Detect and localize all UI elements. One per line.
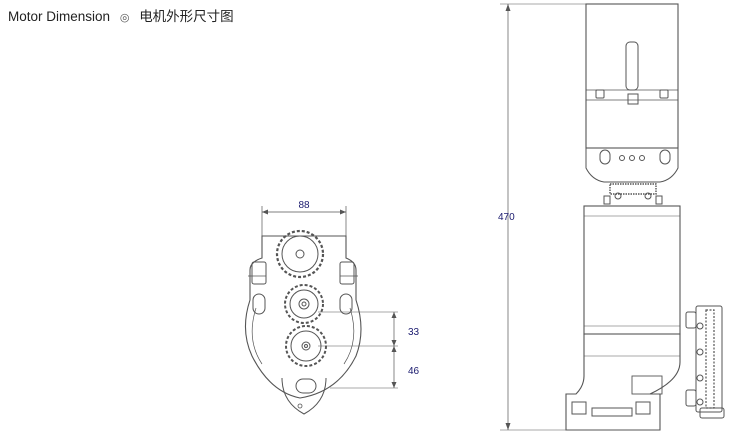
separator-icon: ◎ — [119, 12, 130, 24]
dimension-lower-offset: 46 — [408, 366, 420, 377]
gear-large-top — [275, 229, 325, 279]
motor-body — [583, 205, 681, 335]
dimension-total-height: 470 — [498, 212, 515, 223]
side-view — [500, 3, 725, 431]
lower-housing — [565, 333, 681, 431]
dimension-upper-offset: 33 — [408, 327, 420, 338]
front-view — [244, 206, 398, 415]
gear-middle — [284, 284, 324, 324]
housing-outline — [244, 235, 362, 399]
title-chinese: 电机外形尺寸图 — [139, 9, 234, 24]
page-title: Motor Dimension ◎ 电机外形尺寸图 — [8, 5, 234, 25]
mounting-ear — [281, 377, 327, 415]
top-cap — [585, 3, 679, 149]
title-english: Motor Dimension — [8, 9, 111, 24]
gear-strip — [609, 183, 657, 195]
side-plate — [695, 305, 723, 413]
bracket-section — [585, 147, 679, 183]
dimension-width: 88 — [298, 200, 310, 211]
